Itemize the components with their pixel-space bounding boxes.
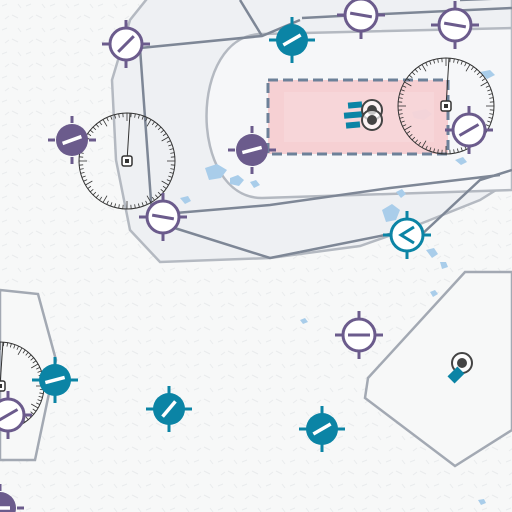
circle-slash-icon[interactable] bbox=[48, 116, 96, 164]
runway-symbols bbox=[343, 101, 363, 129]
crosshair-disk-icon[interactable] bbox=[146, 386, 192, 432]
compass-rose-icon[interactable] bbox=[78, 112, 176, 210]
circle-slash-icon[interactable] bbox=[337, 0, 385, 39]
airspace-sector-right bbox=[363, 270, 512, 468]
runway-mark bbox=[447, 366, 465, 384]
circle-slash-icon[interactable] bbox=[0, 484, 24, 512]
crosshair-disk-icon[interactable] bbox=[299, 406, 345, 452]
circle-slash-icon[interactable] bbox=[102, 20, 150, 68]
circle-slash-icon[interactable] bbox=[445, 106, 493, 154]
circle-slash-icon[interactable] bbox=[139, 193, 187, 241]
chevron-left-icon[interactable] bbox=[383, 211, 431, 259]
circle-slash-icon[interactable] bbox=[431, 1, 479, 49]
crosshair-disk-icon[interactable] bbox=[269, 17, 315, 63]
circle-slash-icon[interactable] bbox=[0, 391, 32, 439]
crosshair-disk-icon[interactable] bbox=[32, 357, 78, 403]
airport-icon[interactable] bbox=[361, 109, 383, 131]
circle-slash-icon[interactable] bbox=[335, 311, 383, 359]
circle-slash-icon[interactable] bbox=[228, 126, 276, 174]
